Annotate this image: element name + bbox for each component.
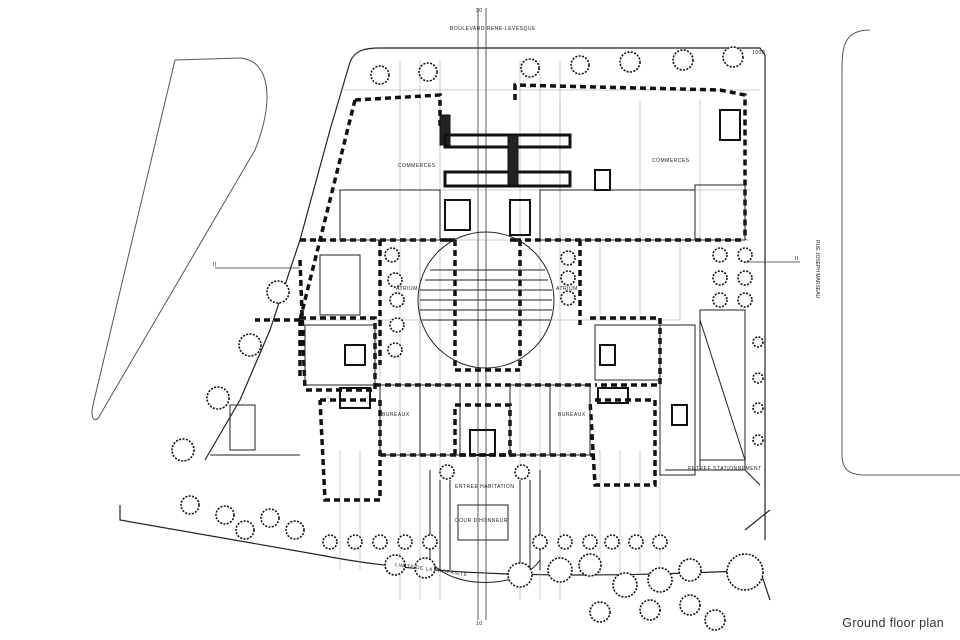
stair-cores	[339, 109, 741, 456]
north-mark: 30	[476, 8, 483, 14]
entree-stationnement-label: ENTREE STATIONNEMENT	[688, 466, 762, 472]
corner-mark: 1000	[752, 50, 765, 56]
bureaux-west-label: BUREAUX	[382, 412, 410, 418]
atrium-east-label: ATRIUM	[556, 286, 578, 292]
commerces-west-label: COMMERCES	[398, 163, 436, 169]
trees	[171, 46, 764, 631]
court-of-honour	[429, 470, 541, 583]
street-east-label: RUE JOSEPH MARSEAU	[814, 240, 820, 298]
street-north-label: BOULEVARD RENE-LEVESQUE	[450, 26, 536, 32]
section-mark-west: II	[213, 262, 217, 268]
cour-honneur-label: COUR D'HONNEUR	[455, 518, 508, 524]
interior-walls	[210, 184, 761, 486]
street-curbs	[91, 29, 960, 476]
south-mark: 10	[476, 621, 483, 627]
commerces-east-label: COMMERCES	[652, 158, 690, 164]
section-mark-east: II	[795, 256, 799, 262]
entree-habitation-label: ENTREE HABITATION	[455, 484, 514, 490]
atrium-circle	[417, 231, 555, 369]
atrium-west-label: ATRIUM	[396, 286, 418, 292]
figure-caption: Ground floor plan	[842, 616, 944, 630]
axis-lines	[215, 8, 800, 620]
bureaux-east-label: BUREAUX	[558, 412, 586, 418]
